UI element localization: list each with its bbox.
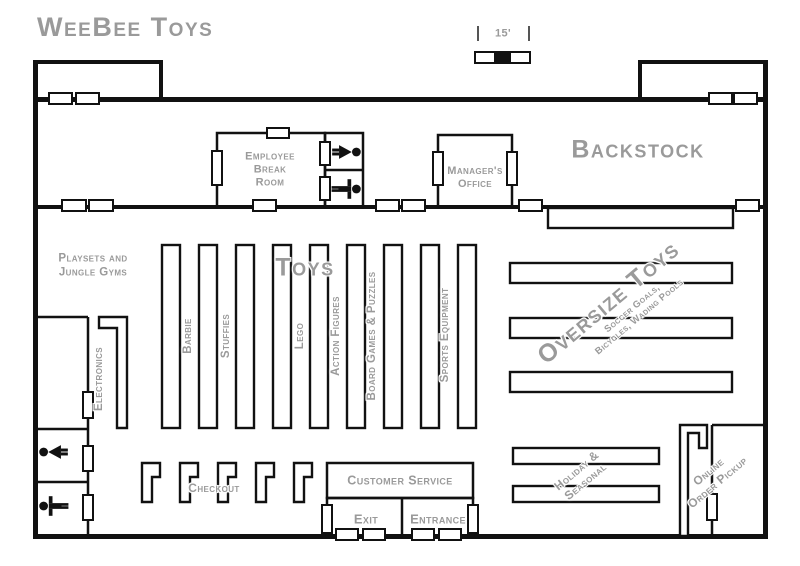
door	[735, 199, 760, 212]
backstock-divider-wall	[33, 205, 768, 209]
door	[75, 92, 100, 105]
male-restroom-icon	[331, 176, 361, 202]
oversize-shelf	[508, 316, 734, 340]
door	[88, 199, 114, 212]
doors	[48, 92, 760, 541]
door	[518, 199, 543, 212]
door	[211, 150, 223, 186]
door	[733, 92, 758, 105]
aisle-shelf	[308, 243, 330, 430]
door	[506, 151, 518, 186]
door	[82, 391, 94, 419]
door	[708, 92, 733, 105]
aisle-label-stuffies: Stuffies	[220, 313, 233, 359]
aisle-shelf	[419, 243, 441, 430]
break-room-label: Employee Break Room	[245, 150, 295, 189]
door	[252, 199, 277, 212]
door	[375, 199, 400, 212]
door	[362, 528, 386, 541]
left-wall	[33, 60, 38, 539]
door	[319, 141, 331, 166]
checkout-counter	[216, 461, 238, 504]
door	[706, 493, 718, 521]
scale-bar	[474, 51, 531, 64]
oversize-shelf	[508, 261, 734, 285]
top-right-bumpout-side	[638, 60, 642, 100]
top-wall	[33, 97, 768, 102]
aisle-shelf	[197, 243, 219, 430]
scale-label: 15'	[494, 27, 512, 40]
male-restroom-icon	[39, 493, 69, 519]
right-wall	[763, 60, 768, 539]
aisle-label-board-games: Board Games & Puzzles	[366, 271, 379, 401]
checkout-counter	[140, 461, 162, 504]
playsets-label: Playsets and Jungle Gyms	[58, 252, 128, 278]
aisle-label-sports: Sports Equipment	[439, 287, 452, 383]
door	[432, 151, 444, 186]
aisle-shelf	[345, 243, 367, 430]
door	[61, 199, 87, 212]
door	[401, 199, 426, 212]
page-title: WeeBee Toys	[37, 12, 214, 42]
holiday-shelf	[511, 484, 661, 504]
scale-bar-segment	[476, 53, 494, 62]
online-pickup-l-shelf	[678, 423, 709, 538]
door	[438, 528, 462, 541]
door	[321, 504, 333, 534]
scale-tick	[477, 26, 479, 41]
aisle-shelf	[456, 243, 478, 430]
door	[82, 445, 94, 472]
checkout-counter	[254, 461, 276, 504]
entrance-label: Entrance	[410, 511, 466, 527]
top-left-bumpout-wall	[33, 60, 163, 64]
aisle-label-lego: Lego	[294, 322, 307, 350]
managers-office-label: Manager's Office	[447, 165, 503, 190]
checkout-counter	[292, 461, 314, 504]
holiday-shelf	[511, 446, 661, 466]
backstock-counter-shelf	[546, 206, 735, 230]
door	[82, 494, 94, 521]
electronics-l-shelf	[97, 315, 129, 430]
door	[467, 504, 479, 534]
backstock-label: Backstock	[571, 135, 705, 164]
exit-label: Exit	[353, 511, 379, 527]
electronics-label: Electronics	[93, 346, 106, 412]
door	[335, 528, 359, 541]
scale-bar-segment	[511, 53, 529, 62]
aisle-shelf	[234, 243, 256, 430]
door	[48, 92, 73, 105]
top-right-bumpout-wall	[638, 60, 768, 64]
shelving	[97, 206, 735, 538]
aisle-label-barbie: Barbie	[182, 318, 195, 354]
scale-tick	[528, 26, 530, 41]
door	[266, 127, 290, 139]
door	[319, 176, 331, 201]
aisle-shelf	[271, 243, 293, 430]
aisle-shelf	[160, 243, 182, 430]
customer-service-label: Customer Service	[347, 473, 453, 488]
toys-label: Toys	[275, 253, 335, 282]
checkout-counter	[178, 461, 200, 504]
aisle-shelf	[382, 243, 404, 430]
checkout-label: Checkout	[188, 480, 240, 495]
female-restroom-icon	[39, 439, 69, 465]
top-left-bumpout-side	[159, 60, 163, 100]
door	[411, 528, 435, 541]
oversize-shelf	[508, 370, 734, 394]
female-restroom-icon	[331, 139, 361, 165]
scale-bar-segment	[493, 53, 512, 62]
aisle-label-action-figures: Action Figures	[330, 296, 343, 376]
